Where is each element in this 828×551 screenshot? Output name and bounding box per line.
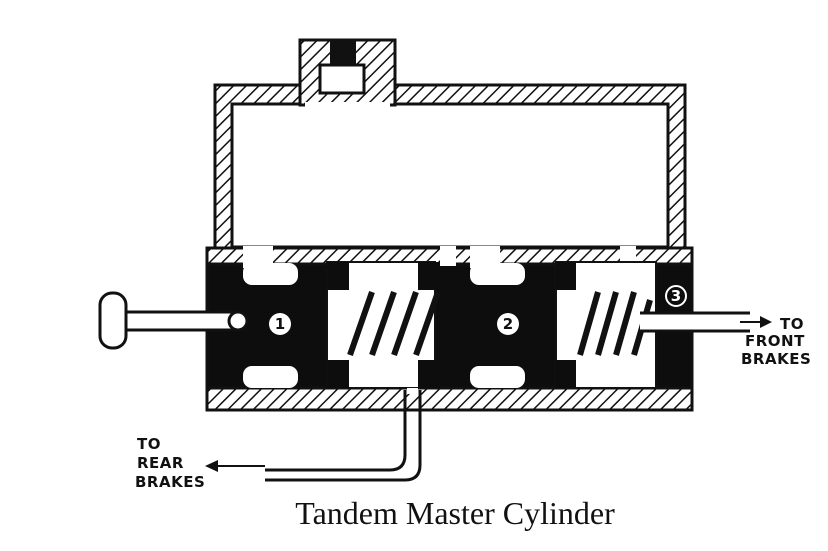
front-outlet-pipe bbox=[640, 311, 772, 333]
spring-1 bbox=[347, 291, 441, 356]
reservoir bbox=[213, 83, 687, 257]
rear-brakes-label: TO REAR BRAKES bbox=[135, 435, 205, 491]
piston-number-2: 2 bbox=[497, 313, 519, 335]
rear-outlet-pipe bbox=[205, 388, 422, 482]
spring-chamber-2 bbox=[555, 261, 657, 389]
piston-2-chamber bbox=[470, 263, 525, 388]
diagram-caption: Tandem Master Cylinder bbox=[295, 495, 615, 531]
spring-chamber-1 bbox=[326, 261, 441, 389]
push-rod bbox=[98, 291, 249, 350]
svg-text:REAR: REAR bbox=[137, 454, 184, 472]
front-brakes-label: TO FRONT BRAKES bbox=[741, 315, 811, 368]
filler-cap bbox=[298, 38, 397, 114]
svg-text:TO: TO bbox=[137, 435, 161, 453]
svg-text:BRAKES: BRAKES bbox=[741, 350, 811, 368]
piston-1-chamber bbox=[243, 263, 298, 388]
svg-text:3: 3 bbox=[671, 287, 681, 305]
svg-text:BRAKES: BRAKES bbox=[135, 473, 205, 491]
svg-text:FRONT: FRONT bbox=[745, 332, 805, 350]
svg-text:2: 2 bbox=[503, 315, 513, 333]
svg-text:TO: TO bbox=[780, 315, 804, 333]
piston-number-1: 1 bbox=[269, 313, 291, 335]
piston-number-3: 3 bbox=[665, 285, 687, 307]
svg-text:1: 1 bbox=[275, 315, 285, 333]
